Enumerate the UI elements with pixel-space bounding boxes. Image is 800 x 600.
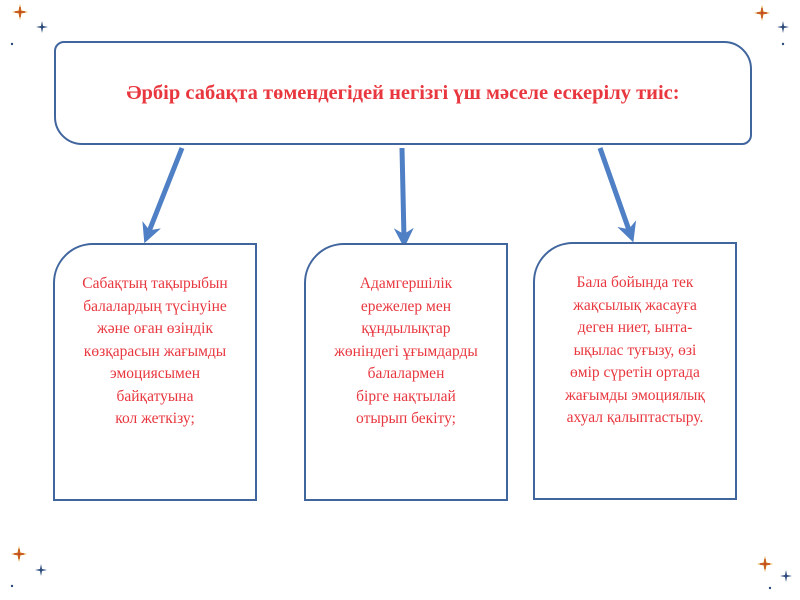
sparkle-decoration-top-left bbox=[10, 4, 48, 46]
card-right: Бала бойында тек жақсылық жасауға деген … bbox=[533, 242, 737, 500]
sparkle-decoration-top-right bbox=[754, 5, 789, 46]
card-center: Адамгершілік ережелер мен құндылықтар жө… bbox=[304, 243, 508, 501]
arrow-center bbox=[393, 147, 414, 248]
sparkle-decoration-bottom-right bbox=[757, 556, 792, 590]
header-box: Әрбір сабақта төмендегідей негізгі үш мә… bbox=[54, 41, 752, 145]
card-right-text: Бала бойында тек жақсылық жасауға деген … bbox=[565, 274, 705, 427]
arrow-left bbox=[142, 147, 185, 244]
card-left-text: Сабақтың тақырыбын балалардың түсінуіне … bbox=[82, 275, 228, 428]
arrow-right bbox=[597, 147, 637, 243]
sparkle-decoration-bottom-left bbox=[10, 546, 47, 588]
card-left: Сабақтың тақырыбын балалардың түсінуіне … bbox=[53, 243, 257, 501]
card-center-text: Адамгершілік ережелер мен құндылықтар жө… bbox=[334, 275, 478, 428]
header-title: Әрбір сабақта төмендегідей негізгі үш мә… bbox=[126, 81, 680, 104]
